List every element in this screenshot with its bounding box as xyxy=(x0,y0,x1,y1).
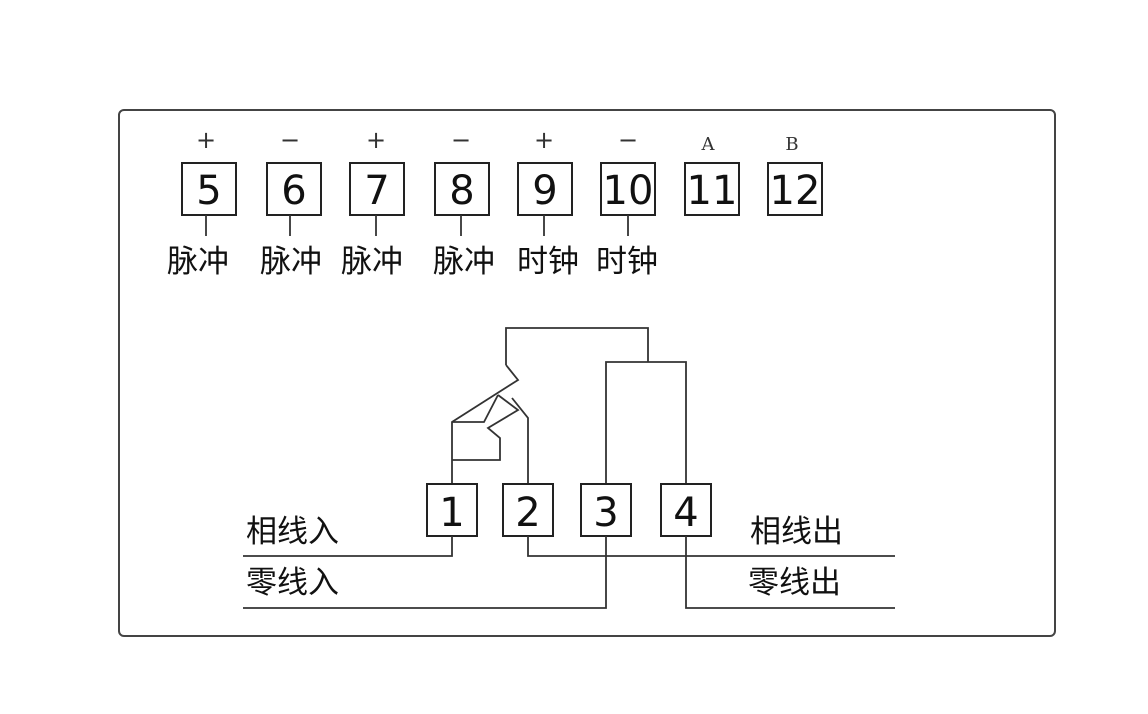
terminal-7-box xyxy=(349,162,405,216)
diagram-frame xyxy=(118,109,1056,637)
terminal-3: 3 xyxy=(580,483,632,537)
terminal-5-polarity: + xyxy=(196,126,216,154)
terminal-3-number: 3 xyxy=(593,490,618,536)
terminal-5-number: 5 xyxy=(196,168,221,214)
terminal-1-box xyxy=(426,483,478,537)
terminal-10-number: 10 xyxy=(603,168,654,214)
terminal-11-polarity: A xyxy=(701,134,716,155)
terminal-4-number: 4 xyxy=(673,490,698,536)
terminal-6-box xyxy=(266,162,322,216)
terminal-5: + 5 脉冲 xyxy=(167,126,237,280)
terminal-10-polarity: − xyxy=(618,126,638,154)
terminal-4: 4 xyxy=(660,483,712,537)
wire-switch-left xyxy=(451,364,520,484)
terminal-6-number: 6 xyxy=(281,168,306,214)
terminal-7-label: 脉冲 xyxy=(341,244,403,280)
label-neutral-out: 零线出 xyxy=(748,565,841,601)
wire-switch-stub xyxy=(452,394,499,423)
terminal-3-box xyxy=(580,483,632,537)
terminal-10-label: 时钟 xyxy=(596,244,658,280)
wire-to-terminal-2 xyxy=(511,397,529,484)
label-phase-in: 相线入 xyxy=(246,514,339,550)
terminal-9: + 9 时钟 xyxy=(517,126,579,280)
label-neutral-in: 零线入 xyxy=(246,565,339,601)
line-phase-out xyxy=(527,536,895,557)
terminal-7-number: 7 xyxy=(364,168,389,214)
terminal-2-box xyxy=(502,483,554,537)
wire-neutral-loop xyxy=(605,361,687,484)
terminal-8-box xyxy=(434,162,490,216)
label-phase-out: 相线出 xyxy=(750,514,843,550)
wire-top-loop xyxy=(505,327,649,365)
line-neutral-in xyxy=(243,536,607,609)
terminal-12-polarity: B xyxy=(785,134,798,155)
terminal-6-polarity: − xyxy=(280,126,300,154)
terminal-8-label: 脉冲 xyxy=(433,244,495,280)
terminal-12: B 12 xyxy=(767,134,823,216)
line-phase-in xyxy=(243,536,453,557)
terminal-12-number: 12 xyxy=(770,168,821,214)
terminal-11-number: 11 xyxy=(687,168,738,214)
terminal-2-number: 2 xyxy=(515,490,540,536)
terminal-9-box xyxy=(517,162,573,216)
terminal-10: − 10 时钟 xyxy=(596,126,658,280)
terminal-5-label: 脉冲 xyxy=(167,244,229,280)
terminal-2: 2 xyxy=(502,483,554,537)
terminal-5-box xyxy=(181,162,237,216)
line-neutral-out xyxy=(685,536,895,609)
terminal-9-polarity: + xyxy=(534,126,554,154)
terminal-8-polarity: − xyxy=(451,126,471,154)
terminal-8: − 8 脉冲 xyxy=(433,126,495,280)
terminal-7-polarity: + xyxy=(366,126,386,154)
terminal-12-box xyxy=(767,162,823,216)
terminal-6-label: 脉冲 xyxy=(260,244,322,280)
terminal-10-box xyxy=(600,162,656,216)
terminal-1: 1 xyxy=(426,483,478,537)
terminal-11-box xyxy=(684,162,740,216)
terminal-9-label: 时钟 xyxy=(517,244,579,280)
terminal-1-number: 1 xyxy=(439,490,464,536)
terminal-9-number: 9 xyxy=(532,168,557,214)
terminal-8-number: 8 xyxy=(449,168,474,214)
wire-shunt-loop xyxy=(452,394,520,461)
terminal-11: A 11 xyxy=(684,134,740,216)
terminal-6: − 6 脉冲 xyxy=(260,126,322,280)
terminal-7: + 7 脉冲 xyxy=(341,126,405,280)
